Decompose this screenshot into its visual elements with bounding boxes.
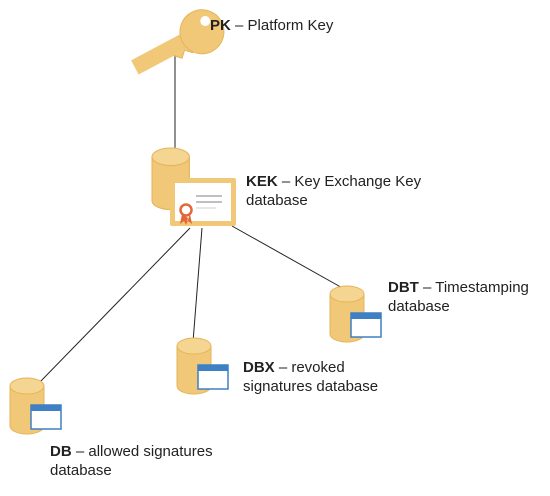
pk-desc: – Platform Key xyxy=(230,17,334,34)
dbx-desc: – revoked signatures database xyxy=(243,359,379,395)
dbx-abbr: DBX xyxy=(243,359,275,376)
dbx-label: DBX – revoked signatures database xyxy=(243,358,403,396)
kek-desc: – Key Exchange Key database xyxy=(246,173,422,209)
kek-abbr: KEK xyxy=(246,173,278,190)
edge-kek-dbx xyxy=(192,227,203,343)
kek-label: KEK – Key Exchange Key database xyxy=(246,172,426,210)
database-with-window-icon xyxy=(329,285,382,343)
edge-kek-db xyxy=(37,227,191,385)
key-icon xyxy=(131,9,225,75)
dbt-label: DBT – Timestamping database xyxy=(388,278,548,316)
db-desc: – allowed signatures database xyxy=(50,443,213,479)
database-with-window-icon xyxy=(9,377,62,435)
pk-abbr: PK xyxy=(210,17,231,34)
pk-label: PK – Platform Key xyxy=(210,16,410,35)
edge-kek-dbt xyxy=(231,225,347,291)
db-label: DB – allowed signatures database xyxy=(50,442,240,480)
database-with-window-icon xyxy=(176,337,229,395)
database-with-certificate-icon xyxy=(151,147,236,226)
db-abbr: DB xyxy=(50,443,72,460)
dbt-desc: – Timestamping database xyxy=(388,279,529,315)
dbt-abbr: DBT xyxy=(388,279,419,296)
